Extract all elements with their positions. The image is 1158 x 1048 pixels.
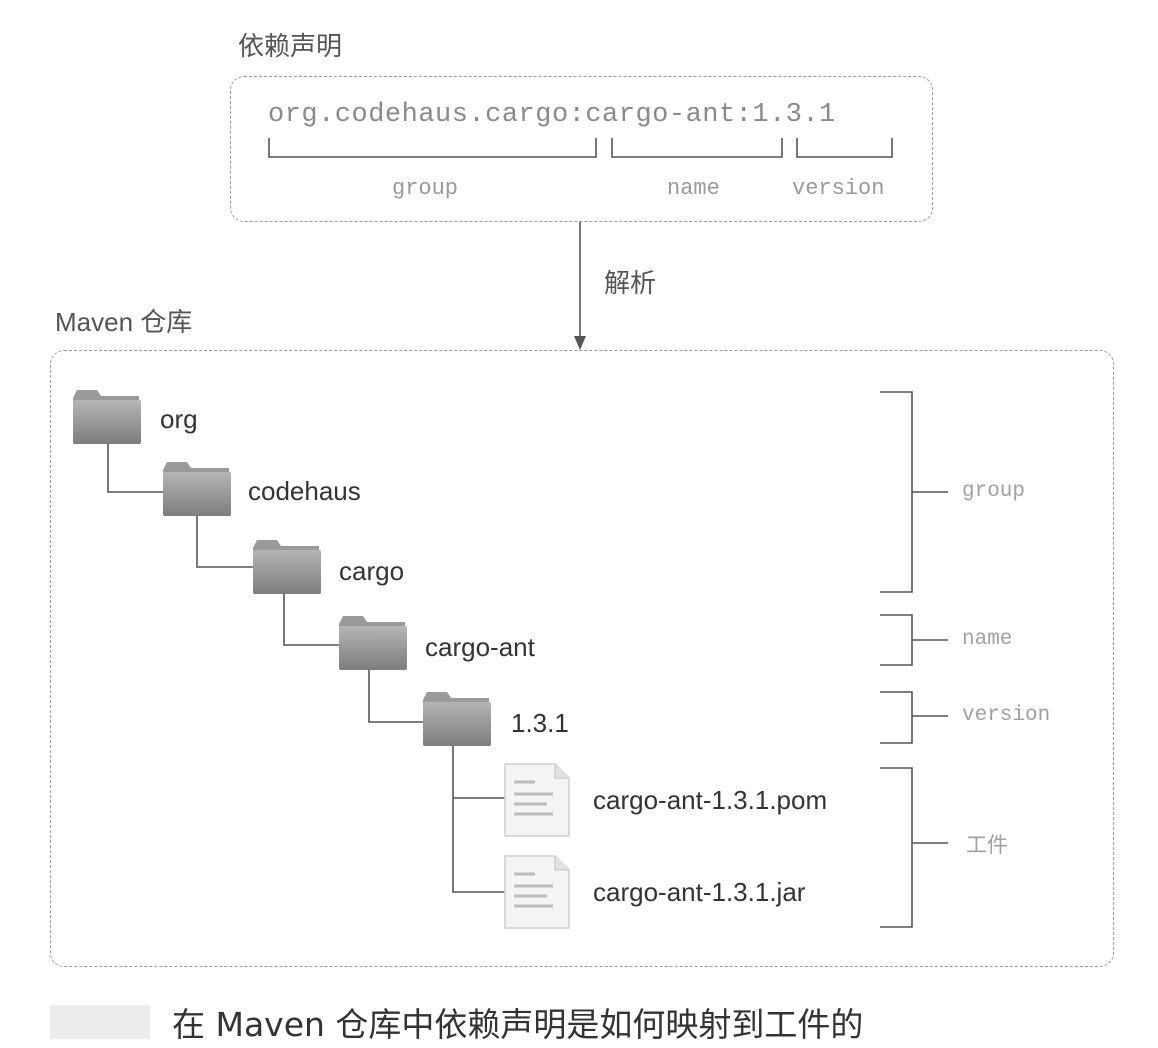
version-underline — [796, 138, 893, 158]
name-bracket-label: name — [962, 628, 1013, 651]
resolve-arrow-head — [574, 336, 586, 350]
group-underline — [268, 138, 597, 158]
repository-box — [50, 350, 1114, 967]
declaration-box — [230, 76, 933, 222]
version-part-label: version — [792, 176, 885, 201]
folder-label-org: org — [160, 404, 198, 434]
group-part-label: group — [392, 176, 459, 201]
group-bracket — [880, 391, 913, 593]
folder-icon — [423, 692, 491, 746]
tree-line-cargo — [196, 516, 254, 568]
file-icon — [503, 854, 571, 930]
group-bracket-label: group — [962, 480, 1026, 503]
repository-label: Maven 仓库 — [55, 307, 193, 337]
folder-icon — [163, 462, 231, 516]
folder-label-cargo-ant: cargo-ant — [425, 632, 535, 662]
name-underline — [611, 138, 783, 158]
tree-line-cargo-ant — [283, 594, 340, 646]
name-bracket — [880, 614, 913, 666]
artifact-bracket-label: 工件 — [966, 833, 1008, 857]
folder-label-codehaus: codehaus — [248, 476, 361, 506]
name-part-label: name — [667, 176, 720, 201]
artifact-bracket — [880, 767, 913, 928]
tree-line-version — [368, 670, 424, 723]
version-bracket-label: version — [962, 704, 1051, 727]
figure-caption: 在 Maven 仓库中依赖声明是如何映射到工件的 — [172, 1005, 864, 1044]
tree-line-codehaus — [107, 444, 164, 493]
folder-label-cargo: cargo — [339, 556, 405, 586]
file-label-jar: cargo-ant-1.3.1.jar — [593, 877, 806, 907]
folder-icon — [253, 540, 321, 594]
dependency-coordinate: org.codehaus.cargo:cargo-ant:1.3.1 — [268, 100, 836, 130]
tree-line-jar — [452, 746, 505, 893]
folder-icon — [73, 390, 141, 444]
declaration-label: 依赖声明 — [238, 32, 343, 62]
folder-label-version: 1.3.1 — [511, 708, 569, 738]
file-label-pom: cargo-ant-1.3.1.pom — [593, 785, 828, 815]
folder-icon — [339, 616, 407, 670]
version-bracket — [880, 691, 913, 744]
resolve-label: 解析 — [604, 269, 657, 299]
file-icon — [503, 762, 571, 838]
caption-tag — [50, 1005, 150, 1039]
